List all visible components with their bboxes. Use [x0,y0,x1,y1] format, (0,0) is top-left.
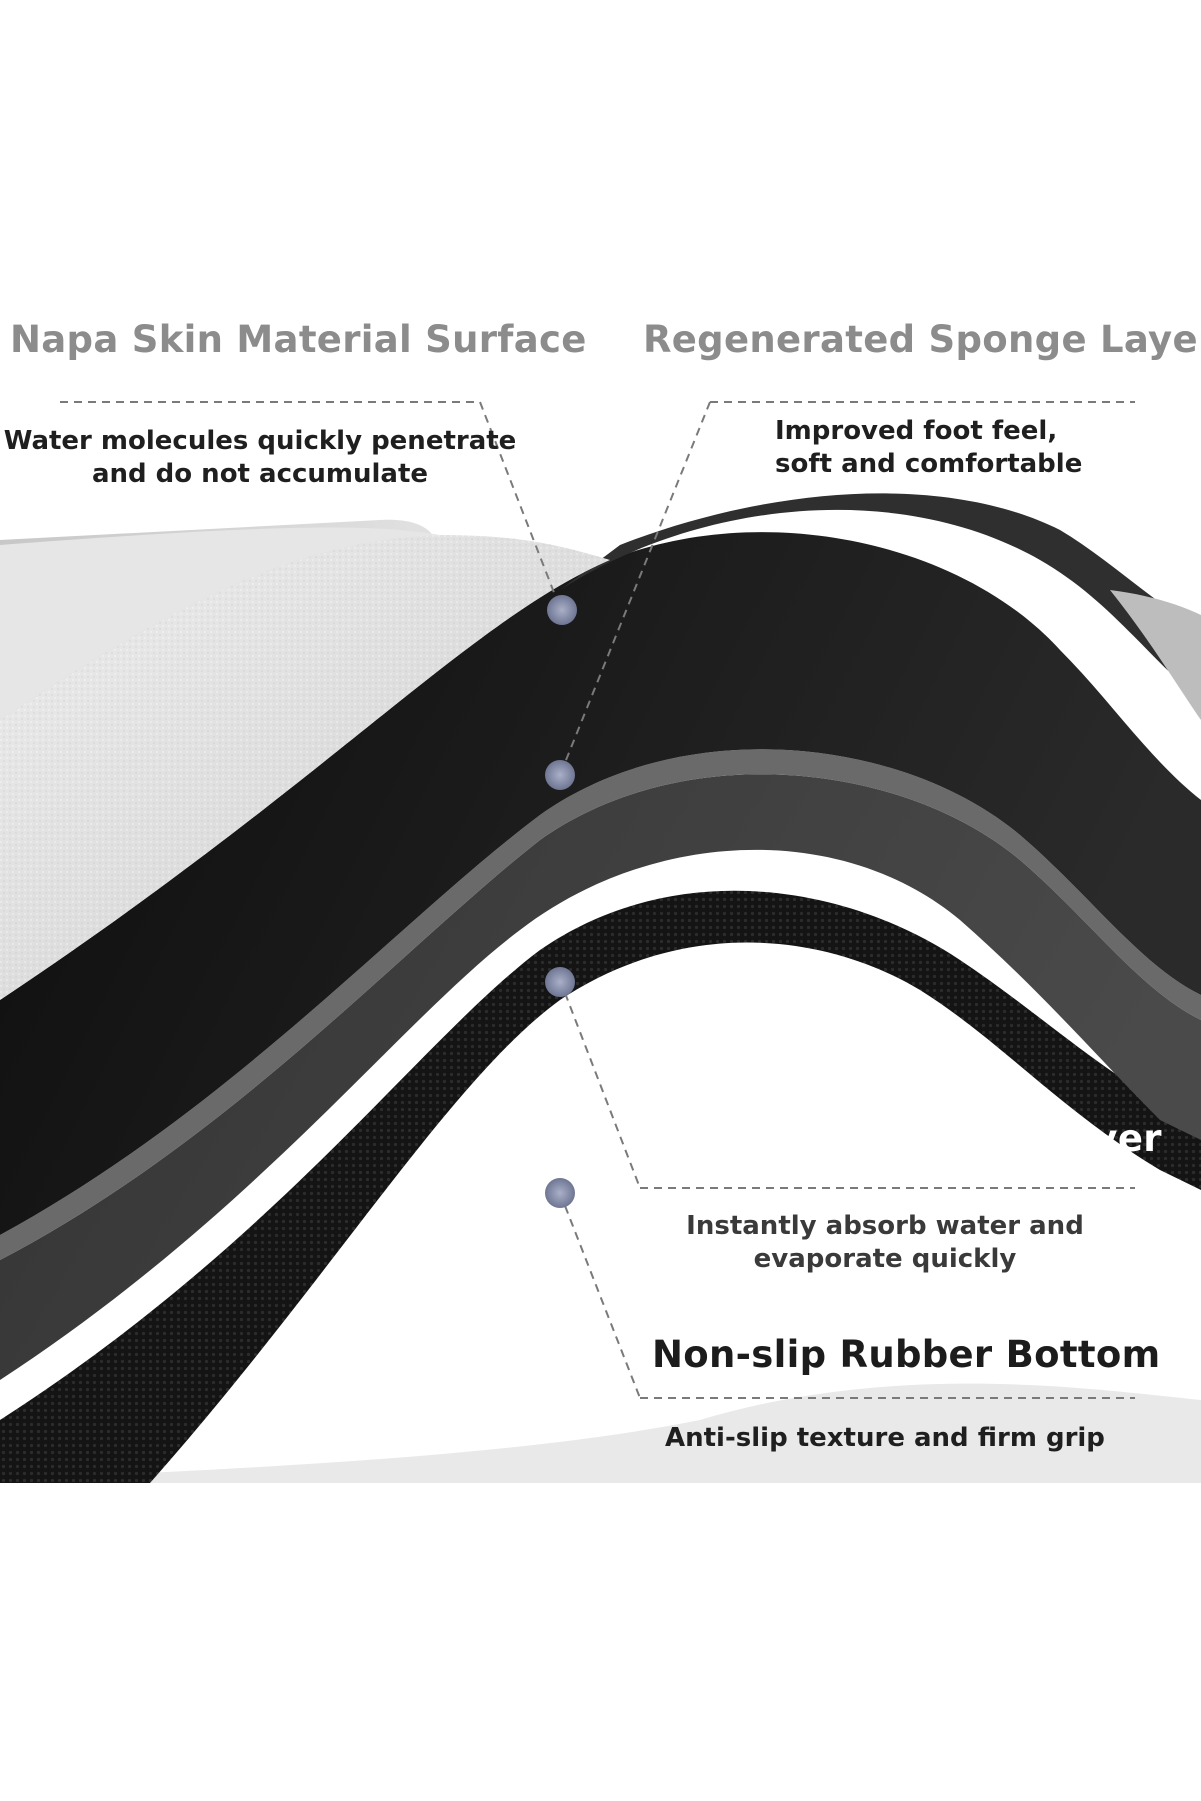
layer-marker-dots [545,595,577,1208]
napa-desc-line-2: and do not accumulate [91,459,429,489]
foam-layer-title: Foam Absorbent Layer [686,1117,1162,1160]
napa-surface-desc: Water molecules quickly penetrate and do… [0,425,520,491]
napa-desc-line-1: Water molecules quickly penetrate [3,426,517,456]
foam-desc-line-2: evaporate quickly [753,1244,1017,1274]
sponge-layer-title: Regenerated Sponge Layer [643,318,1201,361]
sponge-marker-dot [545,760,575,790]
napa-marker-dot [547,595,577,625]
foam-marker-dot [545,967,575,997]
rubber-bottom-desc: Anti-slip texture and firm grip [665,1423,1105,1453]
foam-desc-line-1: Instantly absorb water and [686,1211,1084,1241]
napa-surface-title: Napa Skin Material Surface [10,318,587,361]
sponge-desc-line-1: Improved foot feel, [775,416,1058,446]
foam-layer-desc: Instantly absorb water and evaporate qui… [680,1210,1090,1276]
rubber-marker-dot [545,1178,575,1208]
sponge-layer-desc: Improved foot feel, soft and comfortable [775,415,1082,481]
rubber-bottom-title: Non-slip Rubber Bottom [652,1333,1161,1376]
sponge-desc-line-2: soft and comfortable [775,449,1083,479]
